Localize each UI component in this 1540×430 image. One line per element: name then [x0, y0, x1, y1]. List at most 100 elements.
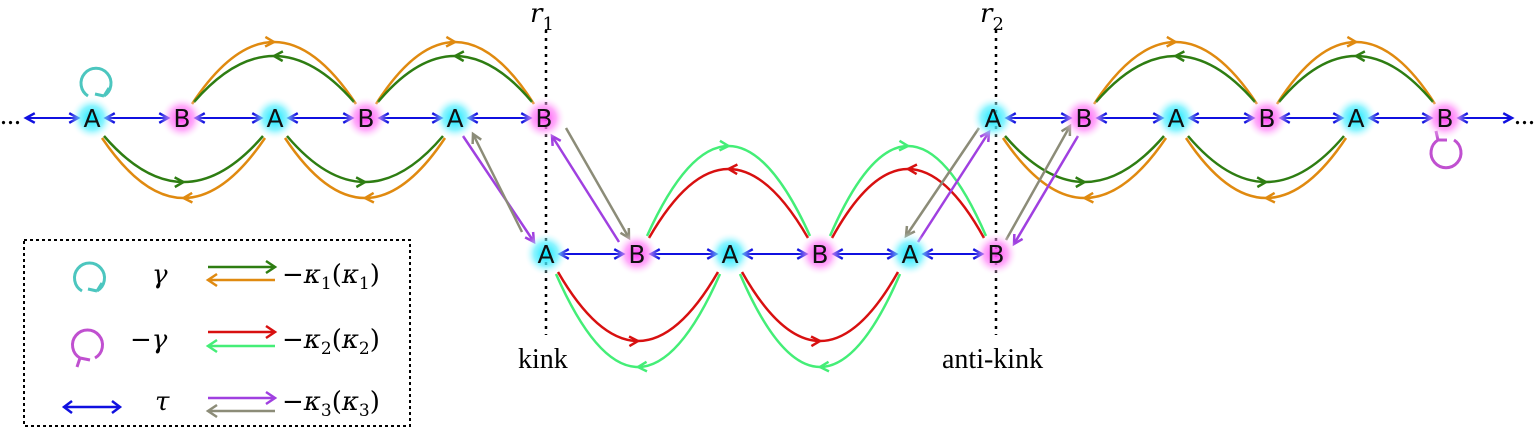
tau-bond [1278, 112, 1345, 124]
kappa2-red-arc [830, 163, 986, 239]
svg-text:A: A [83, 104, 100, 133]
r1-label: r1 [530, 0, 554, 35]
kappa3-purple-arrow [916, 129, 991, 243]
tau-bond [1095, 112, 1165, 124]
tau-bond [193, 112, 264, 124]
site-a: A [524, 232, 568, 276]
site-b: B [1062, 96, 1106, 140]
svg-text:B: B [357, 104, 374, 133]
site-a: A [971, 96, 1015, 140]
site-b: B [974, 232, 1018, 276]
tau-bond [1004, 112, 1073, 124]
svg-text:B: B [1436, 104, 1453, 133]
svg-text:A: A [1167, 104, 1184, 133]
kappa1-orange-arc [374, 35, 536, 105]
kappa1-green-arc [103, 135, 264, 189]
svg-text:A: A [721, 240, 738, 269]
kappa2-arrow-pair-icon [205, 324, 278, 354]
kappa1-green-arc [193, 50, 355, 103]
kappa3-purple-arrow [550, 133, 621, 243]
tau-bond [741, 248, 809, 260]
kappa3-purple-arrow [1012, 135, 1080, 247]
tau-bond [103, 112, 171, 124]
site-a: A [888, 232, 932, 276]
site-b: B [798, 232, 842, 276]
site-b: B [615, 232, 659, 276]
lattice-sites: A B A B A B A B A B A B A B A B A B [70, 96, 1467, 276]
left-ellipsis: ... [0, 100, 21, 131]
svg-text:A: A [1347, 104, 1364, 133]
legend: γ −γ τ −κ1(κ1) −κ2(κ2) [23, 239, 411, 427]
svg-text:A: A [537, 240, 554, 269]
kappa3-gray-arrow [564, 127, 631, 241]
kappa1-arrow-pair-icon [205, 259, 278, 288]
tau-bond [1367, 112, 1434, 124]
kappa2-red-arc [556, 271, 720, 348]
kappa1-orange-arc [190, 35, 358, 105]
kappa1-green-arc [377, 50, 533, 103]
kappa2-green-arc [828, 139, 988, 237]
svg-text:B: B [1258, 104, 1275, 133]
legend-kappa3: −κ3(κ3) [282, 387, 380, 421]
kappa1-orange-arc [1001, 137, 1168, 204]
anti-kink-caption: anti-kink [942, 344, 1043, 375]
kappa1-orange-arc [283, 137, 447, 204]
svg-text:B: B [987, 240, 1004, 269]
kappa1-green-arc [1004, 135, 1165, 189]
svg-text:A: A [446, 104, 463, 133]
site-a: A [253, 96, 297, 140]
site-b: B [522, 96, 566, 140]
kappa3-purple-arrow [461, 135, 536, 245]
legend-kappa2: −κ2(κ2) [282, 325, 380, 359]
legend-kappa1: −κ1(κ1) [282, 260, 380, 294]
kappa2-green-arc [738, 273, 902, 373]
tau-bond [466, 112, 533, 124]
tau-bond [377, 112, 444, 124]
gamma-loop-icon [73, 261, 106, 293]
site-b: B [344, 96, 388, 140]
kappa2-green-arc [645, 139, 812, 237]
tau-bond [831, 248, 899, 260]
kappa3-arrow-pair-icon [205, 390, 278, 419]
kappa1-green-arc [1187, 135, 1345, 189]
svg-text:A: A [984, 104, 1001, 133]
tau-bond [921, 248, 985, 260]
kink-caption: kink [518, 344, 568, 375]
right-ellipsis: ... [1514, 100, 1535, 131]
kappa3-gray-arrow [904, 127, 981, 239]
legend-minus-gamma: −γ [130, 325, 168, 355]
kappa2-red-arc [647, 163, 810, 239]
kappa1-green-arc [1095, 50, 1256, 103]
kappa1-green-arc [1278, 50, 1434, 103]
tau-double-arrow-icon [61, 400, 123, 414]
svg-text:A: A [266, 104, 283, 133]
svg-text:B: B [173, 104, 190, 133]
kappa2-green-arc [554, 273, 722, 373]
svg-text:B: B [535, 104, 552, 133]
site-b: B [1245, 96, 1289, 140]
kappa1-orange-arc [100, 137, 267, 204]
r2-label: r2 [980, 0, 1004, 35]
site-b: B [160, 96, 204, 140]
site-a: A [708, 232, 752, 276]
site-b: B [1423, 96, 1467, 140]
kappa1-orange-arc [1092, 35, 1259, 105]
kappa2-red-arc [740, 271, 900, 348]
tau-bond [286, 112, 355, 124]
minus-gamma-loop-icon [71, 328, 104, 368]
legend-tau: τ [155, 387, 170, 417]
svg-text:B: B [1075, 104, 1092, 133]
gamma-loop [79, 66, 113, 98]
kappa3-gray-arrow [471, 131, 524, 233]
domain-wall-markers: r1 r2 [530, 0, 1004, 335]
legend-gamma: γ [152, 260, 168, 290]
svg-text:B: B [811, 240, 828, 269]
tau-bond [648, 248, 719, 260]
site-a: A [70, 96, 114, 140]
kappa1-orange-arc [1275, 35, 1437, 105]
svg-text:B: B [628, 240, 645, 269]
kappa1-green-arc [286, 135, 444, 189]
kappa3-gray-arrow [1004, 123, 1072, 241]
site-a: A [1334, 96, 1378, 140]
